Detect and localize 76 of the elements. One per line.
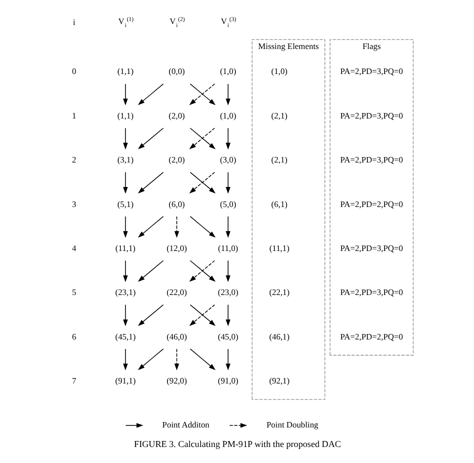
node-text: (11,0) — [218, 242, 238, 253]
node-text: PA=2,PD=3,PQ=0 — [340, 287, 402, 298]
arrow — [137, 304, 164, 326]
label: 5 — [72, 287, 76, 298]
arrow — [137, 84, 164, 106]
node-text: (1,0) — [219, 110, 236, 120]
node-text: (11,1) — [268, 242, 289, 253]
arrow — [122, 260, 128, 282]
label: 6 — [72, 331, 76, 342]
node-text: (6,0) — [168, 198, 184, 209]
arrow — [137, 348, 164, 370]
arrow — [225, 304, 230, 326]
node-text: (3,1) — [116, 154, 134, 165]
arrow — [122, 348, 128, 370]
arrow — [225, 84, 230, 106]
arrow — [225, 348, 230, 370]
arrow — [225, 128, 230, 150]
label: 7 — [72, 375, 76, 386]
node-text: (91,0) — [217, 375, 238, 386]
arrow — [225, 216, 230, 238]
node-text: (2,0) — [168, 110, 184, 120]
caption: FIGURE 3. Calculating PM-91P with the proposed DAC — [134, 438, 340, 449]
arrow — [174, 216, 179, 238]
node-text: (92,0) — [166, 375, 186, 386]
node-text: (12,0) — [166, 242, 186, 253]
arrow — [137, 128, 164, 150]
arrow — [122, 216, 128, 238]
node-text: (46,1) — [268, 331, 290, 342]
arrow — [137, 260, 164, 282]
node-text: (3,0) — [219, 154, 236, 165]
node-text: PA=2,PD=3,PQ=0 — [340, 154, 402, 165]
node-text: (23,0) — [217, 287, 238, 298]
arrow — [137, 172, 164, 194]
arrow — [225, 260, 230, 282]
node-text: (1,1) — [116, 66, 134, 76]
node-text: (1,1) — [116, 110, 134, 120]
arrow — [122, 304, 128, 326]
arrow — [189, 216, 216, 238]
node-text: (2,1) — [270, 110, 287, 120]
node-text: PA=2,PD=3,PQ=0 — [340, 242, 402, 253]
label: 3 — [72, 198, 76, 209]
arrow — [122, 172, 128, 194]
arrow — [122, 84, 128, 106]
node-text: (0,0) — [168, 66, 184, 76]
node-text: (2,1) — [270, 154, 287, 165]
node-text: (11,1) — [114, 242, 135, 253]
node-text: (22,0) — [166, 287, 186, 298]
label: 1 — [72, 110, 76, 120]
node-text: (91,1) — [114, 375, 136, 386]
arrow — [189, 348, 216, 370]
label: 4 — [72, 242, 76, 253]
node-text: (5,0) — [219, 198, 236, 209]
node-text: (45,0) — [217, 331, 238, 342]
node-text: (6,1) — [270, 198, 287, 209]
label: 2 — [72, 154, 76, 165]
label: i — [72, 16, 75, 27]
node-text: (5,1) — [116, 198, 134, 209]
arrow — [137, 216, 164, 238]
node-text: PA=2,PD=3,PQ=0 — [340, 110, 402, 120]
node-text: (92,1) — [268, 375, 290, 386]
node-text: PA=2,PD=2,PQ=0 — [340, 331, 402, 342]
node-text: (46,0) — [166, 331, 186, 342]
node-text: (22,1) — [268, 287, 290, 298]
node-text: (45,1) — [114, 331, 136, 342]
node-text: (23,1) — [114, 287, 136, 298]
node-text: (2,0) — [168, 154, 184, 165]
label: 0 — [72, 66, 76, 76]
legend-label: Point Additon — [162, 420, 209, 430]
node-text: (1,0) — [270, 66, 287, 76]
legend-label: Point Doubling — [266, 420, 318, 430]
arrow — [122, 128, 128, 150]
arrow — [225, 172, 230, 194]
node-text: (1,0) — [219, 66, 236, 76]
node-text: PA=2,PD=2,PQ=0 — [340, 198, 402, 209]
arrow — [174, 348, 179, 370]
node-text: PA=2,PD=3,PQ=0 — [340, 66, 402, 76]
